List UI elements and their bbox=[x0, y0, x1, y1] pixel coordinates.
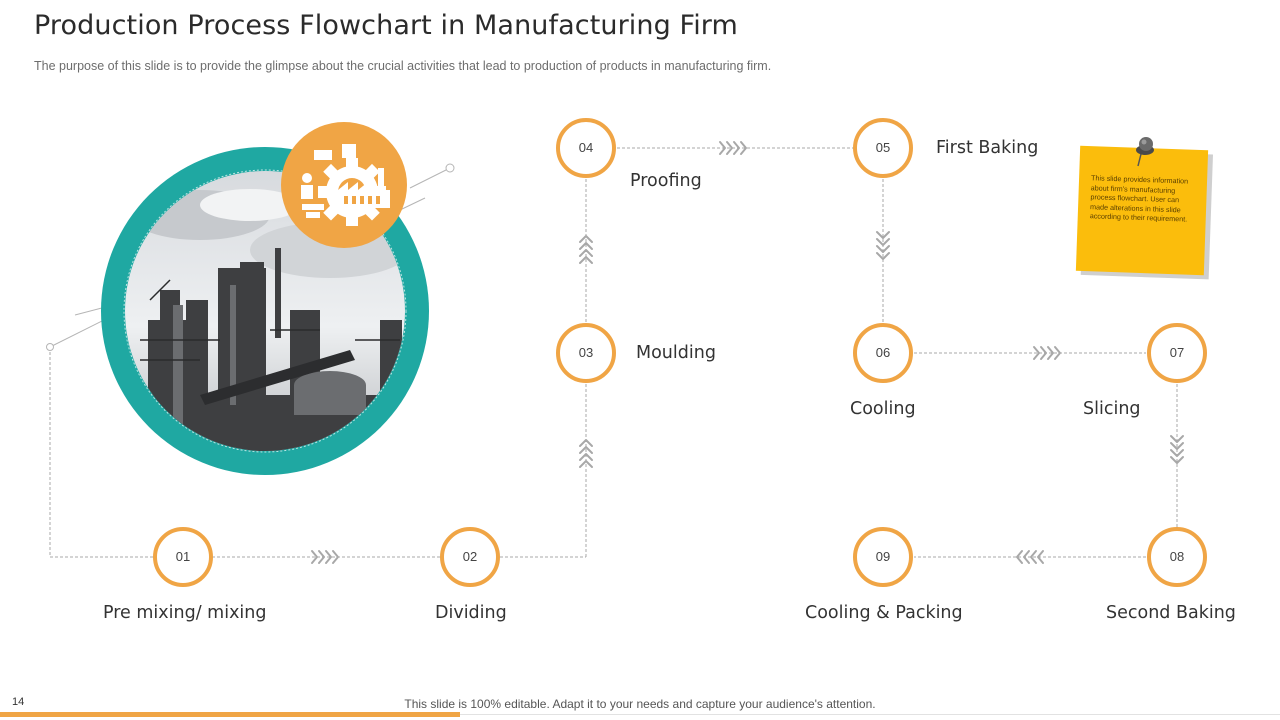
step-number: 04 bbox=[578, 140, 594, 155]
chevron-down-icon bbox=[876, 231, 890, 260]
chevron-up-icon bbox=[579, 439, 593, 468]
footer-text: This slide is 100% editable. Adapt it to… bbox=[404, 697, 876, 711]
step-circles bbox=[153, 118, 1207, 587]
factory-gear-icon bbox=[281, 122, 407, 248]
pushpin-icon bbox=[1136, 137, 1154, 167]
step-label: Slicing bbox=[1083, 399, 1141, 419]
step-label: Pre mixing/ mixing bbox=[103, 603, 267, 623]
step-label: Cooling & Packing bbox=[805, 603, 963, 623]
step-circle-08 bbox=[1147, 527, 1207, 587]
step-circle-02 bbox=[440, 527, 500, 587]
slide-subtitle: The purpose of this slide is to provide … bbox=[34, 59, 772, 73]
step-circle-05 bbox=[853, 118, 913, 178]
step-circle-01 bbox=[153, 527, 213, 587]
chevron-down-icon bbox=[1170, 435, 1184, 464]
chevron-up-icon bbox=[579, 235, 593, 264]
step-label: First Baking bbox=[936, 138, 1039, 158]
step-number: 08 bbox=[1169, 549, 1185, 564]
factory-photo bbox=[101, 147, 429, 475]
step-number: 09 bbox=[875, 549, 891, 564]
step-label: Moulding bbox=[636, 343, 716, 363]
chevron-left-icon bbox=[1016, 550, 1044, 564]
chevron-right-icon bbox=[311, 550, 339, 564]
slide-title: Production Process Flowchart in Manufact… bbox=[34, 10, 738, 41]
sticky-note-text: This slide provides information about fi… bbox=[1089, 173, 1189, 224]
step-label: Proofing bbox=[630, 171, 702, 191]
step-number: 02 bbox=[462, 549, 478, 564]
footer-accent-bar bbox=[0, 712, 460, 717]
step-circle-07 bbox=[1147, 323, 1207, 383]
page-number: 14 bbox=[12, 696, 25, 708]
step-label: Dividing bbox=[435, 603, 507, 623]
step-circle-06 bbox=[853, 323, 913, 383]
footer-divider bbox=[460, 714, 1280, 715]
step-label: Second Baking bbox=[1106, 603, 1236, 623]
step-circle-03 bbox=[556, 323, 616, 383]
step-number: 01 bbox=[175, 549, 191, 564]
step-circle-04 bbox=[556, 118, 616, 178]
step-label: Cooling bbox=[850, 399, 916, 419]
step-number: 07 bbox=[1169, 345, 1185, 360]
step-number: 06 bbox=[875, 345, 891, 360]
step-number: 05 bbox=[875, 140, 891, 155]
step-number: 03 bbox=[578, 345, 594, 360]
step-circle-09 bbox=[853, 527, 913, 587]
chevron-right-icon bbox=[719, 141, 747, 155]
chevron-right-icon bbox=[1033, 346, 1061, 360]
